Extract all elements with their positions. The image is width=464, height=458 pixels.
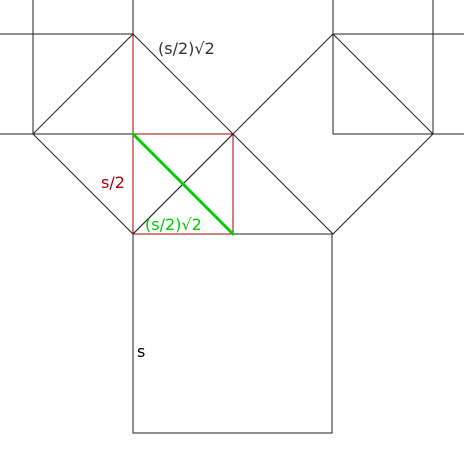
right-tilted-square [232,33,434,235]
red-helper-lines [132,34,234,235]
diagonal-label: (s/2)√2 [145,215,202,234]
red-small-square [132,133,234,235]
top-right-square [332,33,434,135]
half-side-label: s/2 [101,173,125,192]
large-square [132,233,333,434]
side-label: s [137,342,145,361]
green-diagonal [131,132,235,236]
outline-shapes [0,0,464,434]
hypotenuse-label: (s/2)√2 [158,39,215,58]
